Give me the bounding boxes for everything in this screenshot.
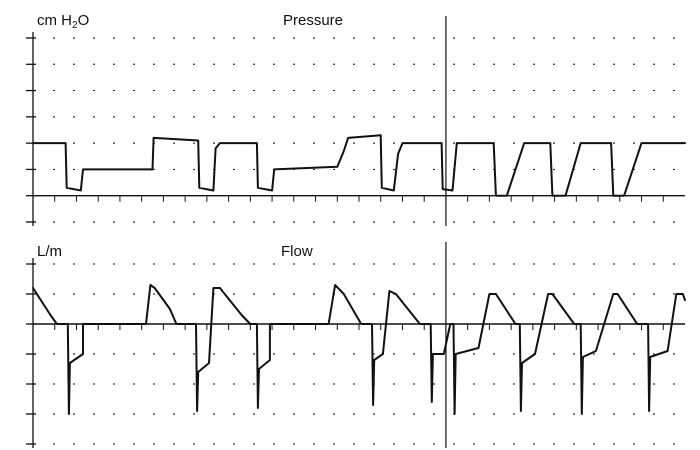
pressure-panel (26, 16, 686, 226)
flow-panel (26, 242, 686, 448)
flow-title: Flow (281, 243, 313, 260)
flow-waveform (32, 284, 686, 415)
pressure-waveform (32, 134, 686, 197)
pressure-axis-unit-label: cm H2O (37, 12, 90, 31)
flow-axis-unit-label: L/m (37, 243, 63, 260)
pressure-title: Pressure (283, 12, 344, 29)
